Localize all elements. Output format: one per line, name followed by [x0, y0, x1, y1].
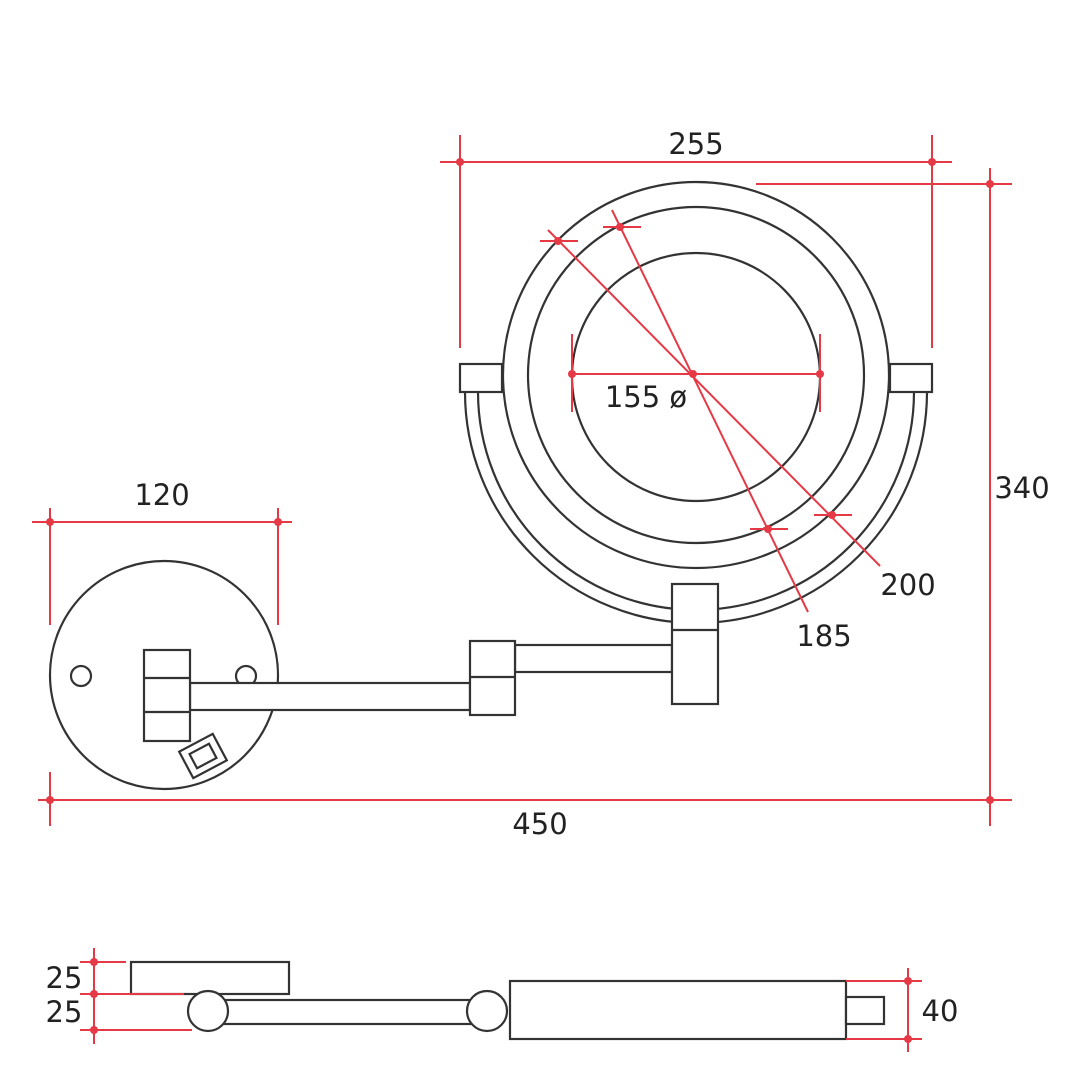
dim-label-base-depth-top: 25	[46, 961, 83, 995]
swing-arm	[188, 643, 674, 712]
dim-label-mirror-depth: 40	[922, 994, 959, 1028]
dim-label-outer-diameter: 200	[880, 568, 935, 602]
top-joint-left	[186, 989, 230, 1033]
screw-hole-left	[69, 664, 93, 688]
mirror-joint	[670, 582, 720, 706]
dim-label-inner-diameter: 155 ø	[605, 380, 687, 414]
base-switch	[177, 732, 229, 780]
dim-label-overall-height: 340	[994, 471, 1049, 505]
pivot-left	[458, 362, 504, 394]
front-dimensions	[32, 135, 1012, 826]
top-dimensions	[80, 948, 922, 1052]
base-joint	[142, 648, 192, 743]
top-joint-right	[465, 989, 509, 1033]
dim-label-mirror-width: 255	[668, 127, 723, 161]
dim-label-overall-length: 450	[512, 807, 567, 841]
top-mirror-body	[508, 979, 848, 1041]
top-view	[129, 960, 886, 1041]
pivot-right	[888, 362, 934, 394]
front-view	[48, 180, 934, 791]
top-arm	[206, 998, 490, 1026]
middle-joint	[468, 639, 517, 717]
top-base-plate	[129, 960, 291, 996]
dim-label-base-diameter: 120	[134, 478, 189, 512]
dim-label-base-depth-bottom: 25	[46, 995, 83, 1029]
wall-base-plate	[48, 559, 280, 791]
dim-label-middle-diameter: 185	[796, 619, 851, 653]
top-pivot	[844, 995, 886, 1026]
